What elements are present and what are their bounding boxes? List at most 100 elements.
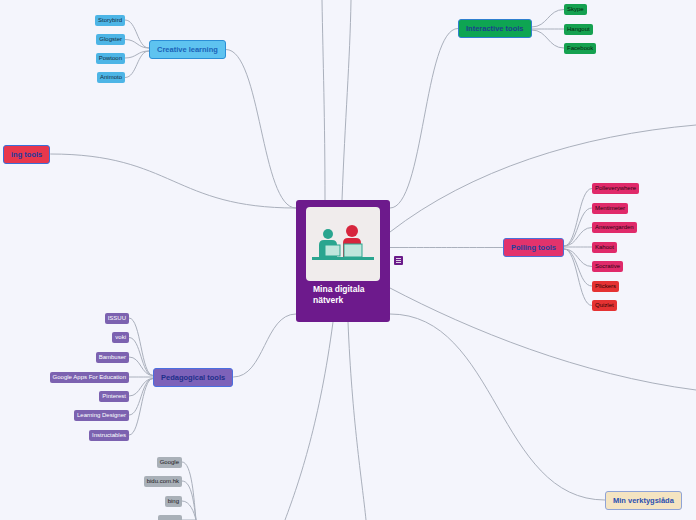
branch-topic: Creative learning <box>149 40 226 59</box>
branch-connector <box>532 10 564 28</box>
leaf-topic: Google Apps For Education <box>50 372 129 383</box>
offpage-branches <box>182 0 696 520</box>
leaf-topic: Kahoot <box>592 242 617 253</box>
node-label: Pinterest <box>102 393 126 400</box>
note-ground <box>394 256 403 265</box>
node-label: Hangout <box>567 26 590 33</box>
branch-connector <box>125 20 149 48</box>
laptop <box>344 244 362 257</box>
branch-connector <box>129 379 153 416</box>
leaf-topic: Plickers <box>592 281 619 292</box>
node-label: Storybird <box>98 17 122 24</box>
laptop <box>325 245 340 256</box>
branch-connector <box>50 154 296 208</box>
branch-topic: Polling tools <box>503 238 564 257</box>
node-label: Creative learning <box>157 45 218 54</box>
offpage-line <box>322 0 325 200</box>
branch-connector <box>129 379 153 436</box>
branch-connector <box>564 249 592 306</box>
offpage-line <box>182 462 196 520</box>
branch-topic: Min verktygslåda <box>605 491 682 510</box>
leaf-topic: Skype <box>564 4 587 15</box>
branch-connector <box>226 50 296 209</box>
node-label: Pedagogical tools <box>161 373 225 382</box>
note-icon <box>394 256 403 265</box>
node-label: Min verktygslåda <box>613 496 674 505</box>
icon-ground <box>306 207 380 281</box>
offpage-line <box>348 322 366 520</box>
node-label: Facebook <box>567 45 593 52</box>
branch-connector <box>564 249 592 286</box>
leaf-topic: Pinterest <box>99 391 129 402</box>
leaf-topic: Quizlet <box>592 300 617 311</box>
branch-connector <box>564 189 592 247</box>
offpage-line <box>182 481 196 520</box>
node-label: Glogster <box>99 36 122 43</box>
leaf-topic: ISSUU <box>105 313 129 324</box>
branch-connector <box>564 228 592 247</box>
leaf-topic: Answergarden <box>592 222 637 233</box>
branch-connector <box>532 29 564 30</box>
leaf-topic: Learning Designer <box>74 410 129 421</box>
leaf-topic: Mentimeter <box>592 203 628 214</box>
connector-group <box>50 10 605 501</box>
node-label: Polling tools <box>511 243 556 252</box>
desk <box>312 257 374 260</box>
leaf-topic: Glogster <box>96 34 125 45</box>
node-label: Google Apps For Education <box>53 374 126 381</box>
leaf-topic: Polleverywhere <box>592 183 639 194</box>
person-body <box>343 238 361 257</box>
branch-connector <box>390 29 458 209</box>
branch-connector <box>129 357 153 376</box>
branch-connector <box>532 30 564 48</box>
branch-connector <box>564 208 592 246</box>
node-label: bidu.com.hk <box>147 478 179 485</box>
node-label: Socrative <box>595 263 620 270</box>
node-label: Quizlet <box>595 302 614 309</box>
leaf-topic: bidu.com.hk <box>144 476 182 487</box>
branch-connector <box>390 247 503 248</box>
leaf-topic: Facebook <box>564 43 596 54</box>
cut-leaf-box <box>158 515 182 520</box>
leaf-topic: Google <box>157 457 182 468</box>
branch-connector <box>125 51 149 78</box>
leaf-topic: Bambuser <box>96 352 129 363</box>
offpage-line <box>342 0 351 200</box>
branch-connector <box>125 40 149 49</box>
offpage-line <box>182 501 196 520</box>
center-illustration <box>306 207 380 281</box>
node-label: Powtoon <box>99 55 122 62</box>
leaf-topic: Hangout <box>564 24 593 35</box>
note-lines <box>396 259 401 263</box>
branch-topic: Pedagogical tools <box>153 368 233 387</box>
offpage-line <box>390 125 696 232</box>
node-label: Mentimeter <box>595 205 625 212</box>
branch-connector <box>233 314 296 377</box>
branch-connector <box>129 338 153 376</box>
node-label: Kahoot <box>595 244 614 251</box>
branch-topic: ing tools <box>3 145 50 164</box>
offpage-line <box>390 288 696 390</box>
node-label: Plickers <box>595 283 616 290</box>
leaf-topic: bing <box>165 496 182 507</box>
node-label: bing <box>168 498 179 505</box>
branch-connector <box>129 318 153 376</box>
offpage-line <box>285 322 333 520</box>
node-label: Interactive tools <box>466 24 524 33</box>
node-label: voki <box>115 334 126 341</box>
branch-connector <box>564 247 592 248</box>
leaf-topic: Instructables <box>89 430 129 441</box>
node-label: Learning Designer <box>77 412 126 419</box>
leaf-topic: Powtoon <box>96 53 125 64</box>
node-label: Animoto <box>100 74 122 81</box>
node-label: Polleverywhere <box>595 185 636 192</box>
branch-topic: Interactive tools <box>458 19 532 38</box>
node-label: Answergarden <box>595 224 634 231</box>
node-label: Bambuser <box>99 354 126 361</box>
node-label: ing tools <box>11 150 42 159</box>
node-label: Skype <box>567 6 584 13</box>
person-head <box>323 229 333 239</box>
person-head <box>346 225 358 237</box>
branch-connector <box>129 377 153 378</box>
node-label: ISSUU <box>108 315 126 322</box>
